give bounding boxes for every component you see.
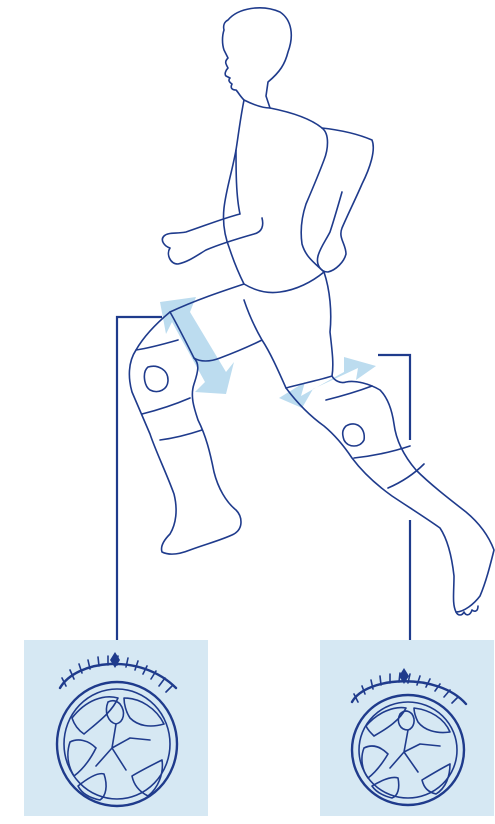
runner-back-knee [144, 366, 168, 391]
runner-torso [223, 100, 327, 284]
runner-front-leg [286, 376, 494, 612]
cross-section-right-calf-panel [320, 640, 494, 816]
runner-head [223, 8, 292, 108]
runner-near-arm [162, 150, 262, 264]
runner-far-arm [317, 128, 373, 272]
runner-front-knee [343, 424, 365, 446]
cross-section-left-thigh-panel [24, 640, 208, 816]
left-leader-line [117, 317, 162, 640]
